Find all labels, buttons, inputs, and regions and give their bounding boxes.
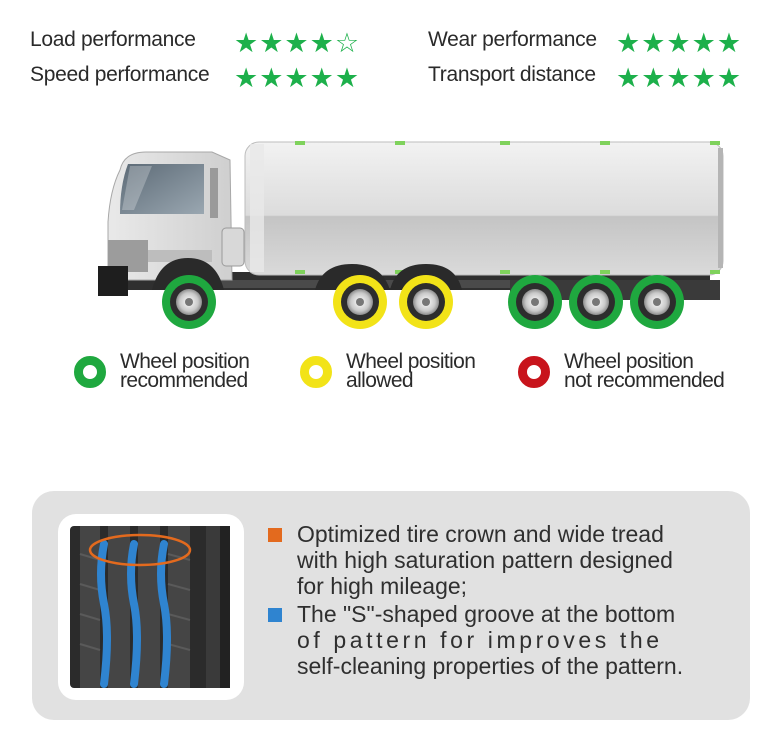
rating-speed: Speed performance <box>30 63 210 87</box>
legend-not-recommended: Wheel position not recommended <box>518 350 725 392</box>
red-ring-icon <box>518 356 550 388</box>
feature-line: The "S"-shaped groove at the bottom <box>297 601 676 627</box>
wheel-trailer-2 <box>569 275 623 329</box>
rating-wear: Wear performance <box>428 28 597 52</box>
rating-label: Wear performance <box>428 28 597 51</box>
feature-description: Optimized tire crown and wide tread with… <box>268 521 743 679</box>
wheel-trailer-1 <box>508 275 562 329</box>
legend-recommended: Wheel position recommended <box>74 350 250 392</box>
green-ring-icon <box>74 356 106 388</box>
wheel-drive-2 <box>399 275 453 329</box>
orange-square-icon <box>268 528 282 542</box>
wheel-position-legend: Wheel position recommended Wheel positio… <box>74 350 764 402</box>
legend-line2: recommended <box>120 369 248 392</box>
rating-label: Transport distance <box>428 63 596 86</box>
blue-square-icon <box>268 608 282 622</box>
feature-line: for high mileage; <box>297 573 468 599</box>
feature-bullet-crown: Optimized tire crown and wide tread with… <box>268 521 743 599</box>
tire-tread-icon <box>70 526 230 688</box>
truck-drawing <box>98 141 724 329</box>
wheel-trailer-3 <box>630 275 684 329</box>
rating-label: Load performance <box>30 28 196 51</box>
rating-stars-load: ★★★★☆ <box>234 28 361 58</box>
feature-panel: Optimized tire crown and wide tread with… <box>32 491 750 720</box>
tread-image <box>58 514 244 700</box>
feature-line: Optimized tire crown and wide tread <box>297 521 664 547</box>
rating-stars-transport: ★★★★★ <box>616 63 743 93</box>
feature-line: self-cleaning properties of the pattern. <box>297 653 684 679</box>
feature-line: of pattern for improves the <box>297 627 663 653</box>
truck-illustration <box>90 130 740 335</box>
legend-line1: Wheel position <box>346 350 476 373</box>
rating-label: Speed performance <box>30 63 210 86</box>
rating-load: Load performance <box>30 28 196 52</box>
feature-bullet-groove: The "S"-shaped groove at the bottom of p… <box>268 601 743 679</box>
wheel-drive-1 <box>333 275 387 329</box>
rating-stars-speed: ★★★★★ <box>234 63 361 93</box>
legend-line1: Wheel position <box>120 350 250 373</box>
yellow-ring-icon <box>300 356 332 388</box>
wheel-front <box>162 275 216 329</box>
legend-line1: Wheel position <box>564 350 694 373</box>
legend-line2: not recommended <box>564 369 725 392</box>
legend-line2: allowed <box>346 369 414 392</box>
rating-transport: Transport distance <box>428 63 596 87</box>
feature-line: with high saturation pattern designed <box>297 547 673 573</box>
performance-ratings: Load performance ★★★★☆ Speed performance… <box>30 26 760 96</box>
legend-allowed: Wheel position allowed <box>300 350 476 392</box>
rating-stars-wear: ★★★★★ <box>616 28 743 58</box>
